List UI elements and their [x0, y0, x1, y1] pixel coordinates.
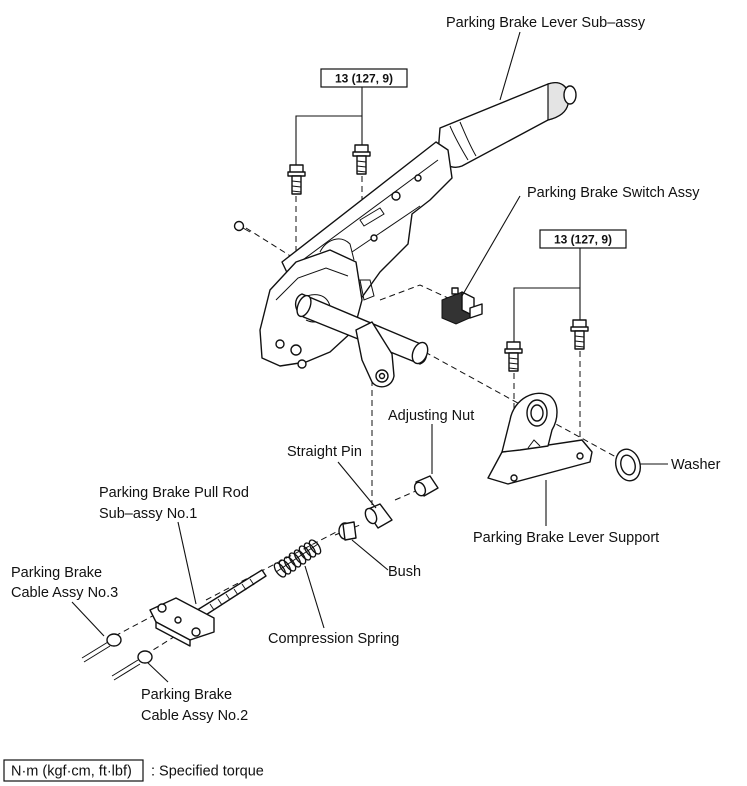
label-compression-spring: Compression Spring — [268, 631, 399, 647]
adjusting-nut — [413, 424, 439, 497]
small-screw — [233, 220, 251, 233]
bolt-right-front — [504, 341, 523, 372]
bolt-right-rear — [570, 319, 589, 350]
bolt-left-front — [287, 164, 306, 195]
legend-unit-box: N·m (kgf·cm, ft·lbf) — [11, 764, 132, 780]
cable-assy-no2 — [111, 650, 169, 683]
torque-legend: N·m (kgf·cm, ft·lbf) : Specified torque — [3, 759, 264, 782]
label-straight-pin: Straight Pin — [287, 444, 362, 460]
label-cable2-line1: Parking Brake — [141, 687, 232, 703]
bush — [338, 521, 389, 571]
label-cable2-line2: Cable Assy No.2 — [141, 708, 248, 724]
label-switch-assy: Parking Brake Switch Assy — [527, 185, 700, 201]
compression-spring — [273, 539, 325, 629]
parking-brake-lever-support — [487, 392, 593, 485]
torque-box-right: 13 (127, 9) — [513, 229, 627, 342]
cable-assy-no3 — [71, 601, 122, 663]
label-washer: Washer — [671, 457, 721, 473]
torque-box-left: 13 (127, 9) — [295, 68, 408, 165]
label-adjusting-nut: Adjusting Nut — [388, 408, 474, 424]
pull-rod-subassy — [149, 521, 267, 647]
torque-value-right: 13 (127, 9) — [554, 233, 612, 247]
torque-value-left: 13 (127, 9) — [335, 72, 393, 86]
legend-description: : Specified torque — [151, 764, 264, 780]
parking-brake-switch-assy — [441, 287, 483, 325]
label-cable3-line2: Cable Assy No.3 — [11, 585, 118, 601]
label-bush: Bush — [388, 564, 421, 580]
parking-brake-lever-subassy — [259, 82, 577, 388]
label-lever-subassy: Parking Brake Lever Sub–assy — [446, 15, 646, 31]
washer — [614, 448, 668, 482]
label-cable3-line1: Parking Brake — [11, 565, 102, 581]
label-pull-rod-line2: Sub–assy No.1 — [99, 506, 197, 522]
label-pull-rod-line1: Parking Brake Pull Rod — [99, 485, 249, 501]
bolt-left-rear — [352, 144, 371, 175]
straight-pin — [337, 461, 393, 529]
label-lever-support: Parking Brake Lever Support — [473, 530, 659, 546]
